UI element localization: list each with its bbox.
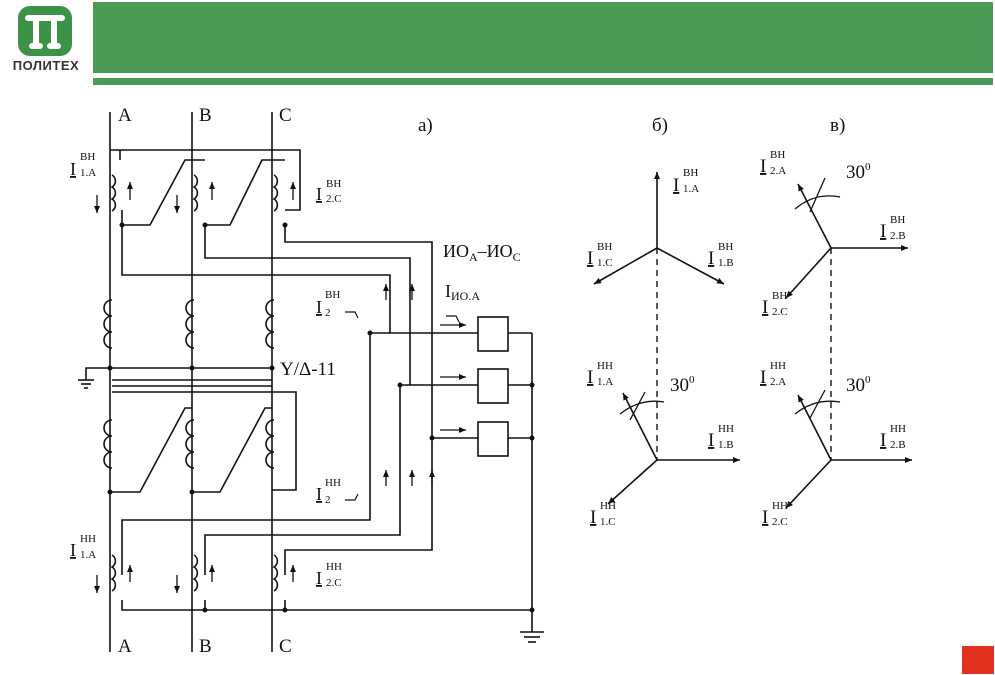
panel-label-b: б): [652, 115, 668, 136]
svg-text:2.С: 2.С: [326, 577, 342, 589]
svg-text:ВН: ВН: [770, 149, 785, 161]
svg-text:1.С: 1.С: [597, 257, 613, 269]
svg-text:1.С: 1.С: [600, 516, 616, 528]
svg-text:2.А: 2.А: [770, 165, 786, 177]
svg-text:1.А: 1.А: [80, 167, 96, 179]
phase-label-bottom-b: B: [199, 636, 212, 657]
svg-text:НН: НН: [600, 500, 616, 512]
pi-logo-icon: [18, 6, 72, 56]
label-vv-top-c: I ВН 2.С: [762, 290, 788, 318]
svg-text:НН: НН: [770, 360, 786, 372]
svg-text:I: I: [316, 568, 322, 588]
label-i2c-lv: I НН 2.С: [316, 561, 342, 589]
svg-text:2.А: 2.А: [770, 376, 786, 388]
angle-label-v-bottom: 300: [846, 374, 871, 396]
label-i2-lv: I НН 2: [316, 477, 341, 506]
svg-text:2: 2: [325, 307, 331, 319]
svg-text:I: I: [587, 367, 593, 388]
label-i1a-lv: I НН 1.А: [70, 533, 96, 561]
label-vb-top-c: I ВН 1.С: [587, 241, 613, 269]
svg-text:НН: НН: [597, 360, 613, 372]
svg-text:2.С: 2.С: [772, 516, 788, 528]
phase-label-top-c: C: [279, 105, 292, 126]
label-vv-top-b: I ВН 2.В: [880, 214, 906, 242]
label-vv-bottom-a: I НН 2.А: [760, 360, 786, 388]
phase-label-top-b: B: [199, 105, 212, 126]
label-vv-bottom-c: I НН 2.С: [762, 500, 788, 528]
svg-text:НН: НН: [890, 423, 906, 435]
svg-text:ВН: ВН: [772, 290, 787, 302]
logo-text: ПОЛИТЕХ: [12, 58, 80, 73]
svg-text:I: I: [880, 430, 886, 451]
svg-text:ВН: ВН: [80, 151, 95, 163]
svg-text:I: I: [673, 175, 679, 196]
svg-text:НН: НН: [772, 500, 788, 512]
svg-text:I: I: [762, 507, 768, 528]
svg-text:I: I: [70, 159, 76, 179]
svg-text:1.А: 1.А: [597, 376, 613, 388]
header-band: [93, 2, 993, 73]
svg-text:ВН: ВН: [325, 289, 340, 301]
relay-c: [477, 421, 509, 457]
svg-text:1.В: 1.В: [718, 257, 734, 269]
angle-label-v-top: 300: [846, 161, 871, 183]
label-vb-bottom-a: I НН 1.А: [587, 360, 613, 388]
svg-text:ВН: ВН: [718, 241, 733, 253]
panel-label-v: в): [830, 115, 845, 136]
svg-text:I: I: [760, 156, 766, 177]
svg-text:I: I: [760, 367, 766, 388]
svg-text:НН: НН: [326, 561, 342, 573]
panel-label-a: а): [418, 115, 433, 136]
label-i1a-hv: I ВН 1.А: [70, 151, 96, 179]
label-i2c-hv: I ВН 2.С: [316, 178, 342, 205]
svg-text:2.С: 2.С: [326, 193, 342, 205]
svg-text:I: I: [587, 248, 593, 269]
svg-text:I: I: [708, 430, 714, 451]
phase-label-bottom-c: C: [279, 636, 292, 657]
svg-text:НН: НН: [325, 477, 341, 489]
label-vb-top-a: I ВН 1.А: [673, 167, 699, 196]
label-vb-top-b: I ВН 1.В: [708, 241, 734, 269]
angle-label-b: 300: [670, 374, 695, 396]
svg-text:2.С: 2.С: [772, 306, 788, 318]
header-rule: [93, 78, 993, 85]
svg-text:I: I: [708, 248, 714, 269]
svg-text:I: I: [316, 484, 322, 504]
label-vb-bottom-c: I НН 1.С: [590, 500, 616, 528]
relay-b: [477, 368, 509, 404]
svg-text:1.А: 1.А: [80, 549, 96, 561]
svg-text:НН: НН: [718, 423, 734, 435]
svg-text:ВН: ВН: [683, 167, 698, 179]
protection-label: ИОA–ИОC: [443, 241, 521, 264]
svg-text:2.В: 2.В: [890, 439, 906, 451]
svg-text:ВН: ВН: [890, 214, 905, 226]
svg-text:2.В: 2.В: [890, 230, 906, 242]
connection-label: Y/Δ-11: [280, 359, 336, 380]
svg-text:I: I: [590, 507, 596, 528]
slide-corner-marker: [962, 646, 994, 674]
relay-current-label: IИО.А: [445, 281, 480, 303]
svg-text:2: 2: [325, 494, 331, 506]
svg-text:НН: НН: [80, 533, 96, 545]
svg-text:I: I: [762, 297, 768, 318]
svg-text:I: I: [70, 540, 76, 560]
svg-text:I: I: [316, 184, 322, 204]
svg-text:I: I: [316, 297, 322, 317]
logo: ПОЛИТЕХ: [4, 4, 88, 76]
svg-text:ВН: ВН: [597, 241, 612, 253]
svg-text:I: I: [880, 221, 886, 242]
phase-label-top-a: A: [118, 105, 132, 126]
label-vb-bottom-b: I НН 1.В: [708, 423, 734, 451]
svg-text:1.А: 1.А: [683, 183, 699, 195]
svg-text:ВН: ВН: [326, 178, 341, 190]
label-i2-hv: I ВН 2: [316, 289, 340, 319]
svg-text:1.В: 1.В: [718, 439, 734, 451]
relay-a: [477, 316, 509, 352]
label-vv-top-a: I ВН 2.А: [760, 149, 786, 177]
phase-label-bottom-a: A: [118, 636, 132, 657]
label-vv-bottom-b: I НН 2.В: [880, 423, 906, 451]
